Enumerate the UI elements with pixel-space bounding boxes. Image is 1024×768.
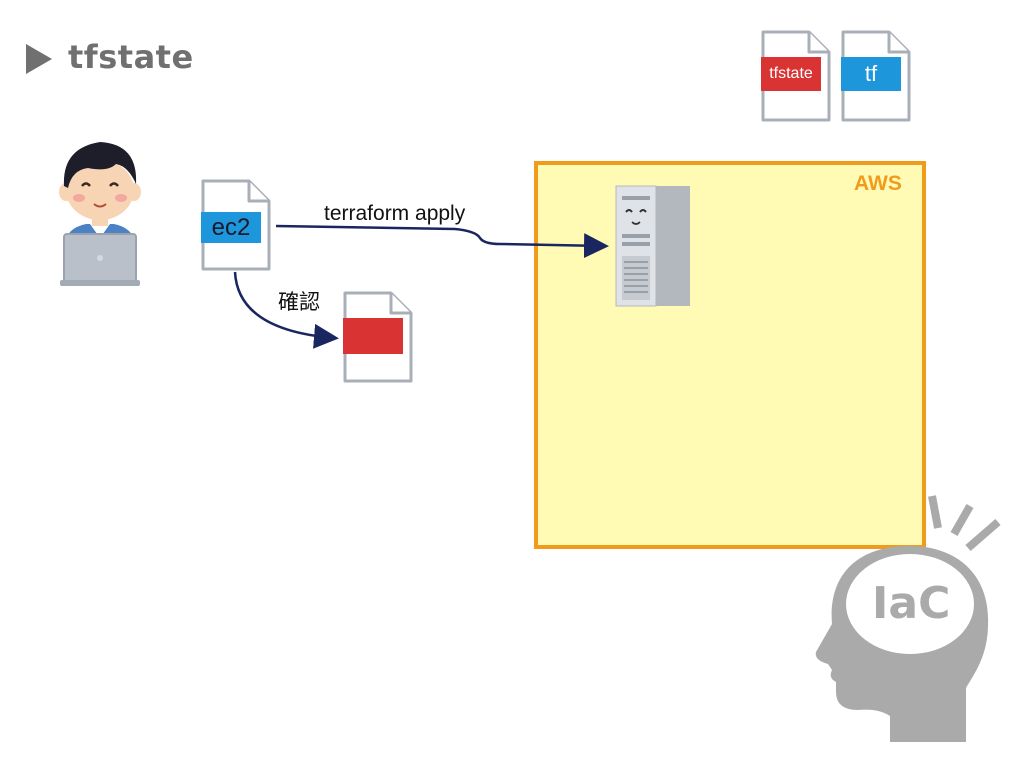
thought-line-3 [965, 518, 1001, 552]
page-title: tfstate [68, 38, 194, 76]
thought-line-1 [928, 495, 942, 529]
apply-arrow [275, 224, 609, 259]
thought-line-2 [950, 504, 974, 536]
person-laptop-icon [59, 142, 141, 286]
confirm-label: 確認 [278, 290, 320, 314]
iac-label: IaC [872, 578, 951, 629]
terraform-apply-label: terraform apply [324, 202, 466, 225]
tfstate-file-label: tfstate [761, 57, 821, 91]
aws-label: AWS [854, 172, 902, 195]
confirm-arrow [233, 271, 339, 349]
state-file-tag [343, 318, 403, 354]
server-icon [615, 185, 690, 307]
head-icon [815, 495, 1001, 742]
tf-file-label: tf [841, 57, 901, 91]
aws-region-box [534, 161, 926, 549]
play-triangle-icon [26, 44, 52, 74]
ec2-file-label: ec2 [201, 212, 261, 243]
